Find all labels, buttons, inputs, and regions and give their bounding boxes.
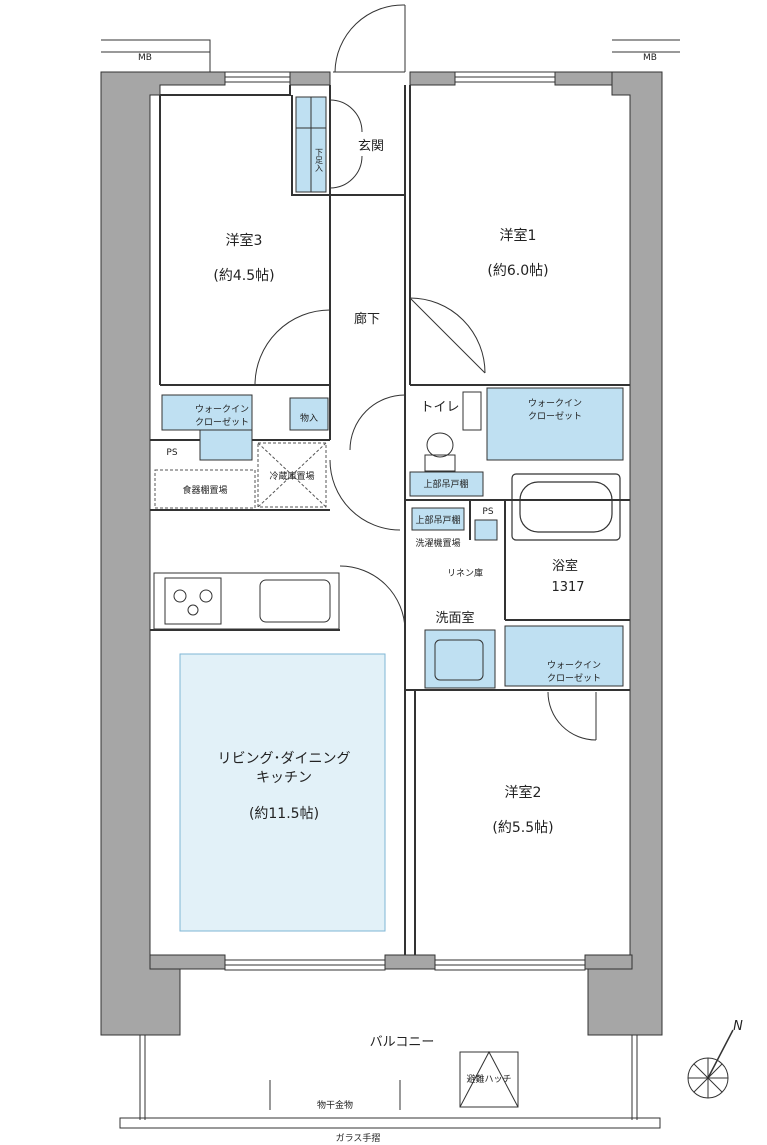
compass-icon [687,1029,734,1099]
drying-rack-label: 物干金物 [317,1099,353,1111]
walkin-right-bottom-line1: ウォークイン [547,660,601,671]
washer-label: 洗濯機置場 [415,537,460,549]
western1-name: 洋室1 [500,227,537,244]
toilet-fixture [424,391,482,472]
western2-name: 洋室2 [505,784,542,801]
upper-cabinet-toilet-label: 上部吊戸棚 [423,478,468,490]
ps-left-label: PS [166,448,177,458]
ldk-floor [179,653,386,932]
entrance-label: 玄関 [358,139,384,154]
structural-walls [100,71,663,1036]
storage-label: 物入 [300,412,318,424]
western3-size: (約4.5帖) [213,268,274,284]
bath-size: 1317 [551,580,584,595]
shoe-box-label: 下足入 [315,148,324,172]
windows [224,71,586,971]
pantry-label: 食器棚置場 [182,484,227,496]
walkin-left-line2: クローゼット [195,416,249,428]
balcony [119,1035,661,1129]
linen-label: リネン庫 [447,567,483,579]
kitchen-counter [153,572,340,630]
toilet-label: トイレ [420,400,459,415]
ps-right-label: PS [482,507,493,517]
western1-size: (約6.0帖) [487,263,548,279]
western2-size: (約5.5帖) [492,820,553,836]
appliance-spaces [154,442,327,509]
fridge-label: 冷蔵庫置場 [269,470,314,482]
entrance-door [333,4,406,73]
western3-name: 洋室3 [226,232,263,249]
washbasin [434,639,484,681]
walkin-left-line1: ウォークイン [195,404,249,415]
walkin-right-top-line1: ウォークイン [528,398,582,409]
corridor-label: 廊下 [354,311,380,327]
door-swings [254,99,597,741]
escape-hatch-label: 避難ハッチ [466,1073,511,1085]
ldk-name-line2: キッチン [256,770,312,786]
storage-fills [161,96,624,689]
ldk-name-line1: リビング･ダイニング [218,751,351,767]
walkin-right-top-line2: クローゼット [528,410,582,422]
mb-boxes [101,39,680,72]
washroom-label: 洗面室 [435,610,474,626]
mb-right-label: MB [643,53,657,63]
upper-cabinet-wash-label: 上部吊戸棚 [415,514,460,526]
north-label: N [733,1019,743,1034]
balcony-label: バルコニー [370,1035,435,1050]
glass-rail-label: ガラス手摺 [336,1132,381,1144]
bathtub [511,473,621,541]
walkin-right-bottom-line2: クローゼット [547,672,601,684]
mb-left-label: MB [138,53,152,63]
bath-name: 浴室 [552,558,578,574]
ldk-size: (約11.5帖) [249,806,319,822]
